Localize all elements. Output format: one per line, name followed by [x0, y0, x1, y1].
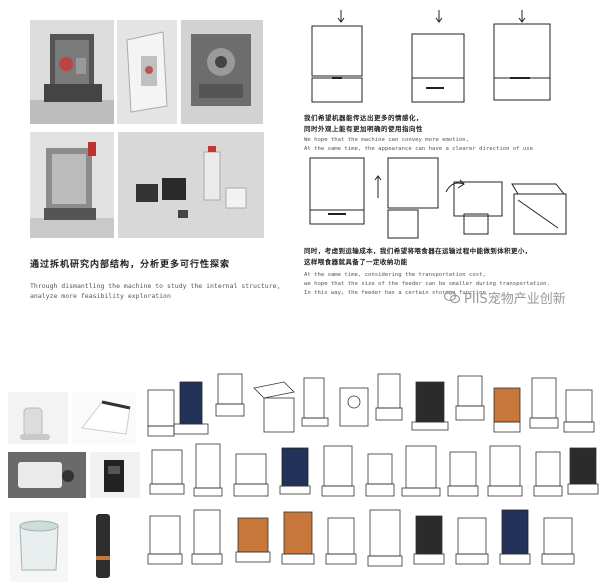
sketch-feeder-s [401, 445, 441, 497]
sketch-feeder-fold-1 [309, 157, 365, 225]
photo-open-shell-art [117, 20, 177, 124]
photo-frame-side-art [30, 132, 114, 238]
transform-sketches [309, 10, 567, 239]
reference-product-dock [8, 392, 68, 444]
sketch-feeder-stage-2 [411, 10, 465, 103]
sketch-feeder-w [567, 447, 599, 495]
sketch-feeder-g [375, 373, 403, 421]
transport-text-en: At the same time, considering the transp… [304, 271, 550, 298]
sketch-feeder-c [215, 373, 245, 417]
teardown-caption-cn: 通过拆机研究内部结构，分析更多可行性探索 [30, 260, 231, 270]
transport-text-cn-line: 同时，考虑到运输成本，我们希望将喂食器在运输过程中能做到体积更小， [304, 247, 532, 255]
sketch-feeder-n [193, 443, 223, 497]
teardown-caption-en-line: Through dismantling the machine to study… [30, 282, 281, 290]
sketch-feeder-t [447, 451, 479, 497]
emotion-text-en-line: At the same time, the appearance can hav… [304, 146, 534, 152]
reference-product-white-box [72, 392, 136, 444]
sketch-feeder-ad [413, 515, 445, 565]
sketch-feeder-u [487, 445, 523, 497]
sketch-feeder-f [339, 387, 369, 427]
sketch-board [0, 360, 600, 583]
sketch-feeder-q [321, 445, 355, 497]
teardown-caption-en: Through dismantling the machine to study… [30, 281, 280, 301]
emotion-text-cn-line: 我们希望机器能传达出更多的情感化， [304, 114, 423, 122]
wechat-icon [444, 290, 460, 304]
sketch-feeder-fold-3 [445, 179, 503, 235]
sketch-feeder-k [529, 377, 559, 429]
sketch-feeder-ab [325, 517, 357, 565]
sketch-feeder-r [365, 453, 395, 497]
watermark-text: PIIS宠物产业创新 [464, 291, 566, 307]
sketch-feeder-y [191, 509, 223, 565]
reference-products [8, 392, 140, 582]
sketch-feeder-stage-1 [311, 10, 363, 103]
sketch-feeder-a [147, 389, 175, 437]
wechat-watermark: PIIS宠物产业创新 [444, 288, 566, 307]
sketch-feeder-m [149, 449, 185, 495]
sketch-feeder-z [235, 517, 271, 563]
emotion-text-cn: 我们希望机器能传达出更多的情感化， 同时外观上能有更加明确的使用指向性 [304, 113, 423, 135]
hand-sketches [147, 373, 599, 567]
photo-parts-layout-art [118, 132, 264, 238]
sketch-feeder-aa [281, 511, 315, 565]
photo-parts-layout [118, 132, 264, 238]
reference-product-cylinder [72, 512, 136, 582]
photo-disassembled-frame-art [30, 20, 114, 124]
sketch-feeder-v [533, 451, 563, 497]
photo-disassembled-frame [30, 20, 114, 124]
photo-internal-mechanism [181, 20, 263, 124]
teardown-caption-en-line: analyze more feasibility exploration [30, 292, 171, 300]
sketch-feeder-e [301, 377, 329, 427]
sketch-feeder-stage-3 [493, 10, 551, 101]
sketch-feeder-fold-4 [511, 183, 567, 235]
photo-internal-mechanism-art [181, 20, 263, 124]
transport-text-en-line: we hope that the size of the feeder can … [304, 281, 550, 287]
transport-text-en-line: At the same time, considering the transp… [304, 272, 486, 278]
emotion-text-en-line: We hope that the machine can convey more… [304, 137, 470, 143]
sketch-feeder-ae [455, 517, 489, 565]
sketch-feeder-p [279, 447, 311, 495]
sketch-feeder-ac [367, 509, 403, 567]
sketch-feeder-b [173, 381, 209, 435]
sketch-feeder-fold-2 [374, 157, 439, 239]
photo-frame-side [30, 132, 114, 238]
emotion-text-cn-line: 同时外观上能有更加明确的使用指向性 [304, 125, 423, 133]
sketch-feeder-l [563, 389, 595, 433]
reference-product-speaker [8, 452, 86, 498]
sketch-feeder-ag [541, 517, 575, 565]
transport-text-cn: 同时，考虑到运输成本，我们希望将喂食器在运输过程中能做到体积更小， 这样喂食器就… [304, 246, 532, 268]
transport-text-en-line: In this way, the feeder has a certain st… [304, 290, 486, 296]
sketch-feeder-d [253, 381, 295, 433]
reference-product-dark-panel [90, 452, 140, 498]
transport-text-cn-line: 这样喂食器就具备了一定收纳功能 [304, 258, 408, 266]
sketch-feeder-i [455, 375, 485, 421]
sketch-feeder-x [147, 515, 183, 565]
reference-product-cup [10, 512, 68, 582]
sketch-feeder-j [493, 387, 521, 433]
sketch-feeder-af [499, 509, 531, 565]
sketch-feeder-h [411, 381, 449, 431]
emotion-text-en: We hope that the machine can convey more… [304, 136, 533, 154]
sketch-feeder-o [233, 453, 269, 497]
photo-open-shell [117, 20, 177, 124]
